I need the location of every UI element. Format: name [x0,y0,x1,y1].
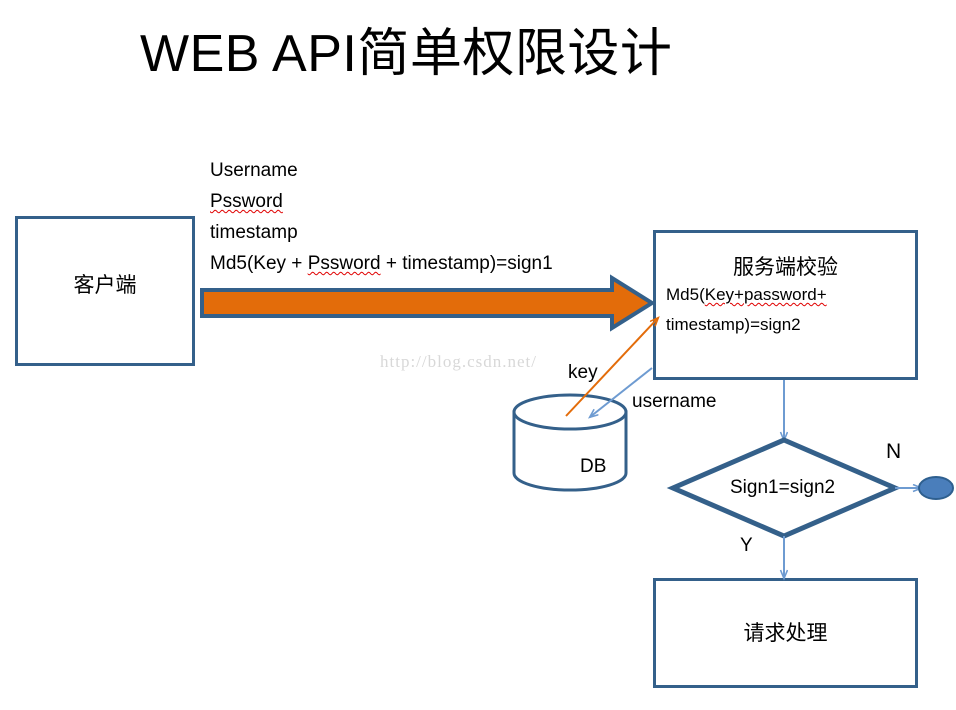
server-formula-line-2: timestamp)=sign2 [666,315,801,334]
server-formula-token: Key+password+ [704,285,827,304]
server-formula-line-1: Md5(Key+password+ [666,285,827,305]
request-password-token: Pssword [210,191,283,212]
request-line-timestamp: timestamp [210,222,298,243]
request-line-password: Pssword [210,186,553,217]
username-edge-arrow [590,367,653,417]
signature-password-token: Pssword [307,253,381,274]
yes-branch-label: Y [740,535,753,556]
request-line-username: Username [210,160,298,181]
terminator-node[interactable] [918,476,954,500]
signature-suffix: + timestamp)=sign1 [380,253,553,274]
no-branch-label: N [886,440,902,463]
username-edge-label: username [632,391,717,412]
client-node[interactable]: 客户端 [15,216,195,366]
request-block-arrow [200,274,656,332]
database-cylinder[interactable] [512,393,628,492]
page-title: WEB API简单权限设计 [140,25,673,83]
key-edge-label: key [568,362,598,383]
server-formula-prefix: Md5( [666,285,705,304]
decision-label: Sign1=sign2 [730,477,836,498]
request-parameters-text: Username Pssword timestamp Md5(Key + Pss… [210,155,553,279]
request-line-signature: Md5(Key + Pssword + timestamp)=sign1 [210,248,553,279]
process-request-label: 请求处理 [743,622,828,645]
client-node-label: 客户端 [73,274,137,297]
key-edge-arrow [565,318,658,417]
server-node-title: 服务端校验 [733,256,838,279]
server-verification-node[interactable]: 服务端校验 Md5(Key+password+ timestamp)=sign2 [653,230,918,380]
database-label: DB [580,456,607,477]
signature-prefix: Md5(Key + [210,253,308,274]
watermark-text: http://blog.csdn.net/ [380,352,537,371]
